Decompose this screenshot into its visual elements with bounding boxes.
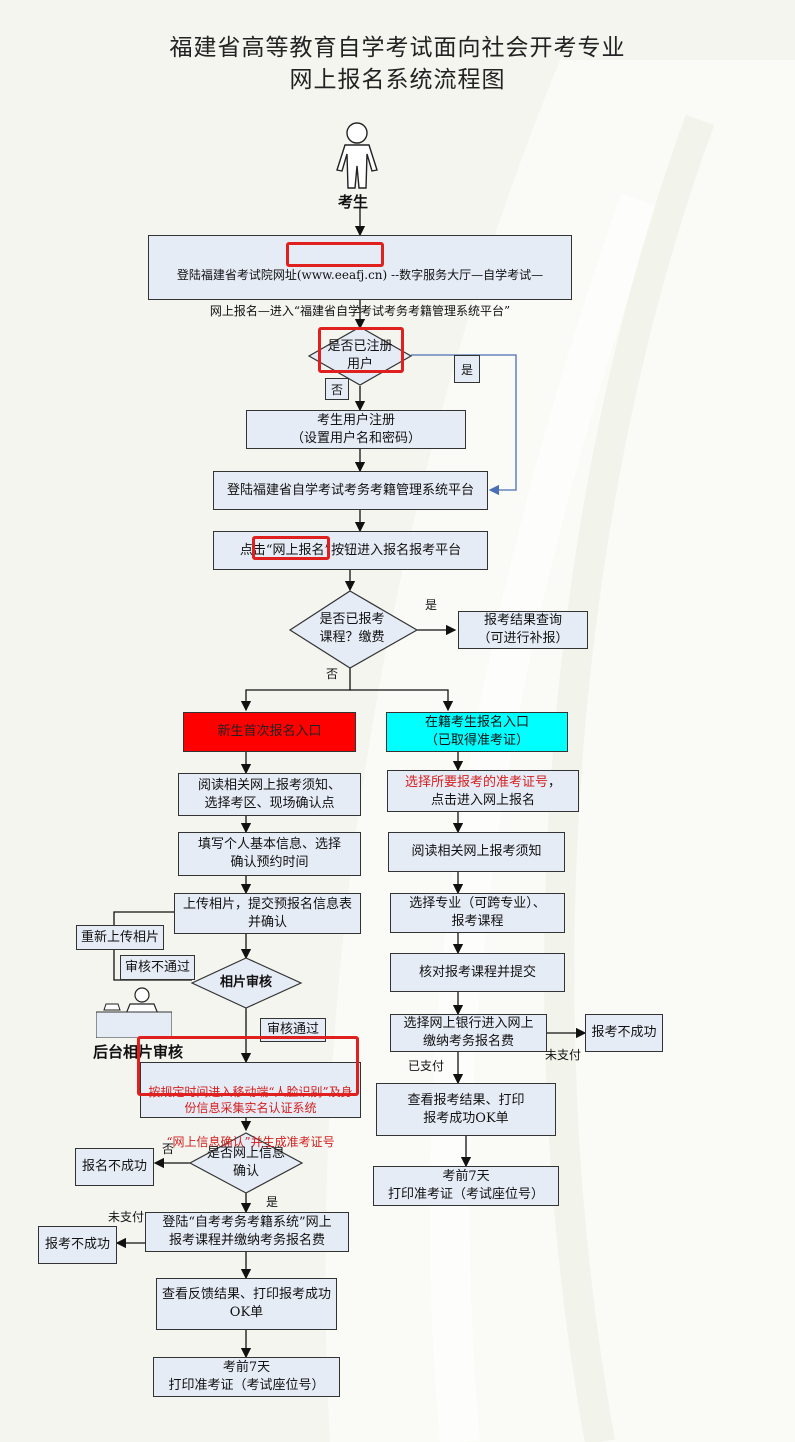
new-fill-info: 填写个人基本信息、选择 确认预约时间	[178, 832, 361, 876]
label-new-unpaid: 未支付	[108, 1210, 145, 1224]
photo-audit-text: 相片审核	[219, 975, 272, 990]
enrolled-print-ok: 查看报考结果、打印 报考成功OK单	[376, 1083, 556, 1136]
flowchart-title-line2: 网上报名系统流程图	[289, 67, 506, 93]
enrolled-read-notice: 阅读相关网上报考须知	[388, 832, 565, 872]
decision-confirm-text: 是否网上信息 确认	[206, 1146, 285, 1179]
decision-confirm-diamond	[188, 1132, 304, 1194]
new-signup-failed: 报名不成功	[75, 1148, 154, 1186]
enrolled-select-ticket-rest: ， 点击进入网上报名	[430, 775, 562, 808]
label-registered-no: 否	[325, 378, 349, 400]
step-click-online-signup: 点击“网上报名”按钮进入报名报考平台	[213, 531, 488, 570]
enrolled-bank-pay: 选择网上银行进入网上 缴纳考务报名费	[390, 1014, 547, 1052]
highlight-face-verify	[137, 1036, 359, 1096]
new-print-ticket: 考前7天 打印准考证（考试座位号）	[153, 1357, 340, 1397]
actor-label: 考生	[338, 193, 369, 211]
label-registered-yes: 是	[454, 355, 480, 383]
new-student-entry: 新生首次报名入口	[183, 712, 356, 752]
step-query-result: 报考结果查询 （可进行补报）	[458, 611, 588, 649]
enrolled-print-ticket: 考前7天 打印准考证（考试座位号）	[373, 1166, 559, 1206]
flowchart-title-line1: 福建省高等教育自学考试面向社会开考专业	[169, 35, 626, 61]
step-register-user: 考生用户注册 （设置用户名和密码）	[246, 410, 466, 449]
step-login-platform: 登陆福建省自学考试考务考籍管理系统平台	[213, 471, 488, 510]
step-login-website: 登陆福建省考试院网址(www.eeafj.cn) --数字服务大厅—自学考试— …	[148, 235, 572, 318]
new-reupload-photo: 重新上传相片	[76, 925, 164, 950]
enrolled-select-ticket-red: 选择所要报考的准考证号	[404, 775, 548, 790]
person-icon	[336, 122, 378, 189]
label-applied-yes: 是	[425, 598, 438, 612]
enrolled-select-ticket: 选择所要报考的准考证号， 点击进入网上报名	[387, 770, 579, 812]
new-pay-fee: 登陆“自考考务考籍系统”网上 报考课程并缴纳考务报名费	[145, 1212, 349, 1252]
new-print-ok: 查看反馈结果、打印报考成功 OK单	[156, 1278, 337, 1330]
label-confirm-yes: 是	[266, 1195, 279, 1209]
new-audit-failed: 审核不通过	[120, 955, 195, 980]
new-exam-failed: 报考不成功	[38, 1226, 117, 1264]
decision-registered-text: 是否已注册 用户	[327, 339, 393, 372]
label-confirm-no: 否	[162, 1142, 175, 1156]
new-upload-photo: 上传相片，提交预报名信息表 并确认	[174, 893, 361, 934]
decision-applied-diamond	[288, 590, 419, 669]
enrolled-select-major: 选择专业（可跨专业）、 报考课程	[390, 893, 565, 933]
enrolled-student-entry: 在籍考生报名入口 （已取得准考证）	[386, 712, 568, 752]
highlight-online-signup	[252, 536, 330, 560]
photo-audit-diamond	[190, 957, 303, 1009]
decision-applied-text: 是否已报考 课程？缴费	[319, 612, 385, 645]
enrolled-verify-submit: 核对报考课程并提交	[390, 953, 565, 992]
label-enrolled-unpaid: 未支付	[545, 1048, 582, 1062]
highlight-registered	[318, 327, 404, 373]
new-face-verify-line3: “网上信息确认”并生成准考证号	[166, 1135, 335, 1149]
label-enrolled-paid: 已支付	[408, 1059, 445, 1073]
new-read-notice: 阅读相关网上报考须知、 选择考区、现场确认点	[178, 773, 361, 816]
label-applied-no: 否	[326, 667, 339, 681]
backend-reviewer-icon	[96, 987, 172, 1038]
step-login-website-line2: 网上报名—进入“福建省自学考试考务考籍管理系统平台”	[209, 304, 511, 318]
enrolled-exam-failed: 报考不成功	[585, 1014, 663, 1052]
highlight-website-url	[286, 242, 384, 267]
step-login-website-line1: 登陆福建省考试院网址(www.eeafj.cn) --数字服务大厅—自学考试—	[176, 268, 544, 282]
